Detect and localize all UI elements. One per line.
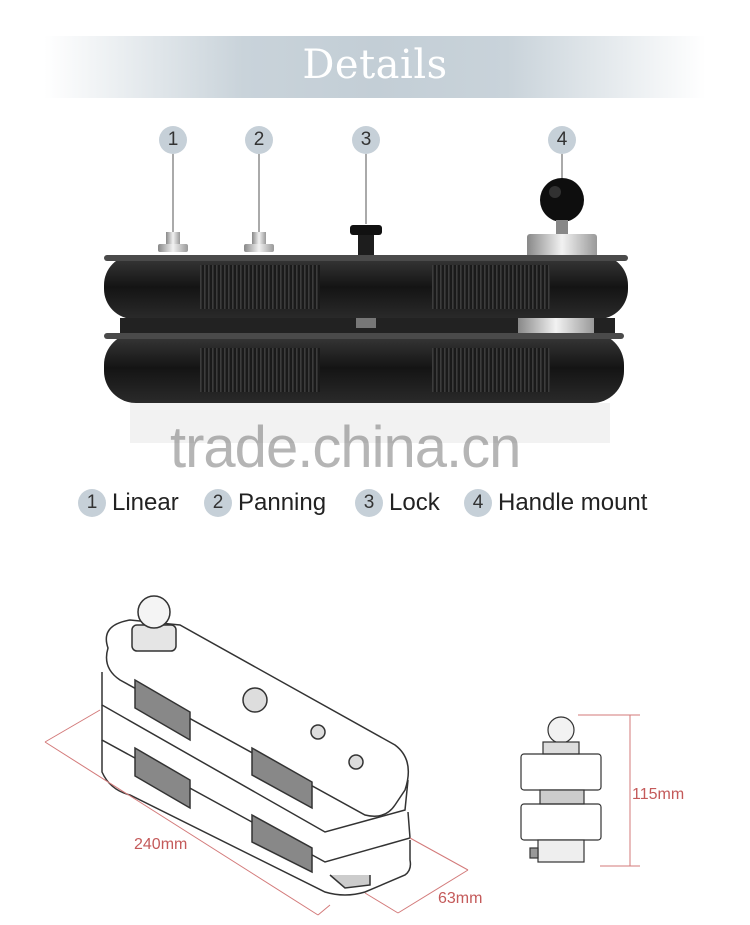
- handle-mount: [527, 178, 597, 258]
- page-title: Details: [302, 42, 448, 88]
- legend-number: 4: [464, 489, 492, 517]
- legend-item-linear: 1 Linear: [78, 486, 179, 520]
- legend-label: Linear: [112, 489, 179, 516]
- callout-badge-2: 2: [245, 126, 273, 154]
- length-dimension-label: 240mm: [134, 836, 188, 853]
- panning-screw: [244, 232, 274, 252]
- height-dimension-label: 115mm: [632, 786, 685, 803]
- lock-knob: [350, 225, 382, 257]
- callout-badge-1: 1: [159, 126, 187, 154]
- height-dimension-line: [578, 714, 640, 867]
- callout-badge-3: 3: [352, 126, 380, 154]
- dimension-lines: [44, 709, 469, 916]
- width-dimension-label: 63mm: [438, 890, 483, 907]
- side-view-drawing: [520, 716, 602, 863]
- watermark: trade.china.cn: [170, 415, 521, 480]
- product-photo: [104, 154, 628, 443]
- legend-item-lock: 3 Lock: [355, 486, 440, 520]
- lower-module: [104, 333, 624, 403]
- feature-legend: 1 Linear 2 Panning 3 Lock 4 Handle mount: [0, 486, 750, 520]
- legend-number: 1: [78, 489, 106, 517]
- linear-screw: [158, 232, 188, 252]
- upper-module: [104, 255, 628, 319]
- legend-label: Panning: [238, 489, 327, 516]
- legend-item-panning: 2 Panning: [204, 486, 326, 520]
- legend-label: Lock: [389, 489, 440, 516]
- legend-item-handle-mount: 4 Handle mount: [464, 486, 647, 520]
- legend-number: 2: [204, 489, 232, 517]
- legend-label: Handle mount: [498, 489, 648, 516]
- callout-badge-4: 4: [548, 126, 576, 154]
- legend-number: 3: [355, 489, 383, 517]
- header-banner: [44, 36, 706, 98]
